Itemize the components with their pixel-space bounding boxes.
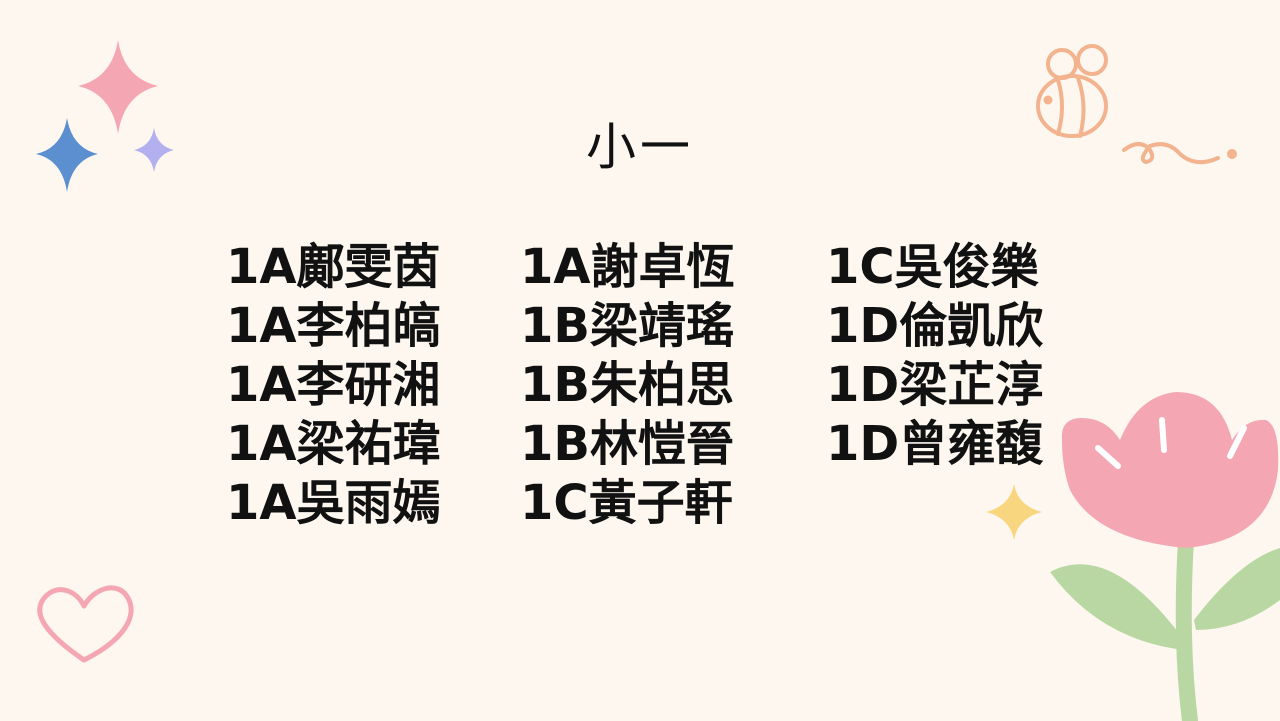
yellow-sparkle-icon [986, 484, 1042, 540]
purple-sparkle-icon [134, 128, 174, 172]
student-name: 1A李研湘 [226, 357, 441, 413]
student-name: 1D倫凱欣 [826, 298, 1044, 354]
name-column-3: 1C吳俊樂 1D倫凱欣 1D梁芷淳 1D曾雍馥 [826, 238, 1043, 474]
student-name: 1B梁靖瑤 [520, 298, 734, 354]
name-column-1: 1A鄺雯茵 1A李柏皜 1A李研湘 1A梁祐瑋 1A吳雨嫣 [226, 238, 441, 533]
bee-icon [1036, 44, 1237, 165]
page-title: 小一 [586, 118, 694, 176]
student-name: 1A李柏皜 [226, 298, 441, 354]
name-column-2: 1A謝卓恆 1B梁靖瑤 1B朱柏思 1B林愷晉 1C黃子軒 [520, 238, 735, 533]
student-name: 1A鄺雯茵 [226, 239, 441, 295]
student-name: 1B朱柏思 [520, 357, 734, 413]
student-name: 1B林愷晉 [520, 416, 734, 472]
student-name: 1C黃子軒 [520, 475, 733, 531]
heart-icon [37, 585, 134, 663]
blue-sparkle-icon [36, 118, 98, 192]
student-name: 1C吳俊樂 [826, 239, 1039, 295]
student-name: 1D曾雍馥 [826, 416, 1044, 472]
student-name: 1A梁祐瑋 [226, 416, 441, 472]
student-name: 1A謝卓恆 [520, 239, 735, 295]
student-name: 1D梁芷淳 [826, 357, 1044, 413]
student-name: 1A吳雨嫣 [226, 475, 441, 531]
pink-sparkle-icon [78, 40, 158, 134]
tulip-flower-icon [1050, 392, 1280, 721]
